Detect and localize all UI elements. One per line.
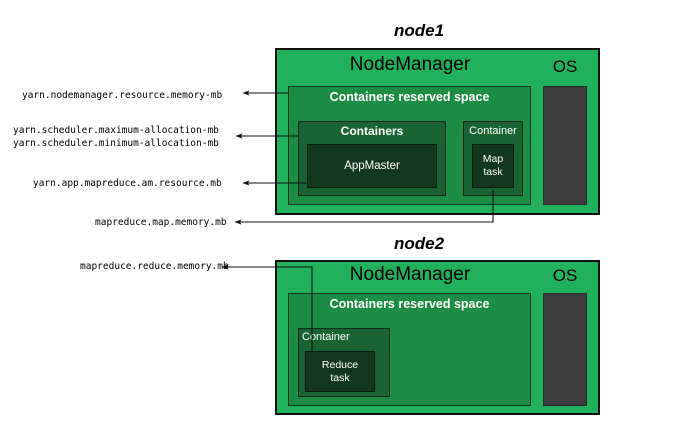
- node2-caption: node2: [394, 234, 445, 253]
- node1-containers-label: Containers: [340, 124, 404, 138]
- node2-nodemanager-title: NodeManager: [349, 264, 471, 285]
- node2-reduce-task-line1: Reduce: [321, 358, 359, 371]
- node1-container-label: Container: [469, 125, 517, 137]
- label-mapreduce-reduce-memory-mb: mapreduce.reduce.memory.mb: [80, 261, 229, 272]
- node1-map-task-line2: task: [483, 166, 503, 178]
- node1-os-title: OS: [552, 57, 578, 76]
- label-app-mapreduce-am-resource-mb: yarn.app.mapreduce.am.resource.mb: [33, 178, 222, 189]
- node2-reserved-space-label: Containers reserved space: [329, 297, 490, 311]
- node1-caption: node1: [394, 21, 445, 40]
- label-nodemanager-resource-memory-mb: yarn.nodemanager.resource.memory-mb: [22, 90, 223, 101]
- node1-nodemanager-title: NodeManager: [349, 54, 471, 75]
- node2-reduce-task-line2: task: [330, 371, 350, 384]
- node1-os-box: [543, 86, 587, 205]
- node1-map-task-box: Map task: [472, 144, 514, 188]
- node2-os-title: OS: [552, 266, 578, 285]
- node2-reduce-task-box: Reduce task: [305, 351, 375, 392]
- label-scheduler-minimum-allocation-mb: yarn.scheduler.minimum-allocation-mb: [13, 138, 219, 149]
- node2-os-box: [543, 293, 587, 406]
- node2-reduce-task-label: Reduce task: [322, 359, 358, 385]
- node1-appmaster-label: AppMaster: [344, 160, 400, 172]
- node1-map-task-line1: Map: [482, 153, 504, 165]
- node1-map-task-label: Map task: [483, 153, 503, 179]
- node1-reserved-space-label: Containers reserved space: [329, 90, 490, 104]
- label-mapreduce-map-memory-mb: mapreduce.map.memory.mb: [95, 217, 227, 228]
- label-scheduler-maximum-allocation-mb: yarn.scheduler.maximum-allocation-mb: [13, 125, 219, 136]
- node2-container-label: Container: [302, 331, 350, 343]
- node1-appmaster-box: AppMaster: [307, 144, 437, 188]
